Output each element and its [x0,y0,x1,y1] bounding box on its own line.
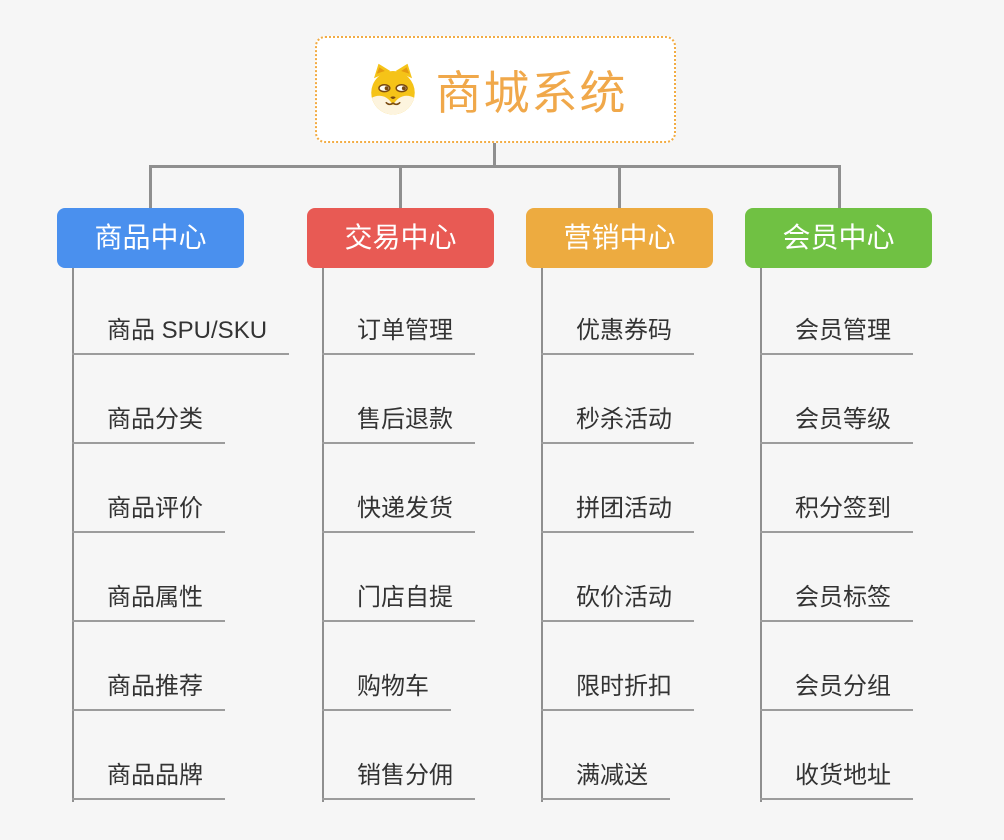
leaf-item[interactable]: 商品 SPU/SKU [72,314,290,355]
connector-root-stub [493,143,496,166]
branch-header-product[interactable]: 商品中心 [57,208,244,268]
leaf-item[interactable]: 积分签到 [760,492,913,533]
branch-member-center: 会员中心 会员管理 会员等级 积分签到 会员标签 会员分组 收货地址 [745,208,985,828]
leaf-item[interactable]: 会员等级 [760,403,913,444]
root-label: 商城系统 [435,66,628,119]
leaf-item[interactable]: 门店自提 [322,581,475,622]
leaf-item[interactable]: 秒杀活动 [541,403,694,444]
leaf-item[interactable]: 快递发货 [322,492,475,533]
shiba-dog-icon [364,61,422,119]
branch-trunk-line [72,268,74,802]
branch-header-marketing[interactable]: 营销中心 [526,208,713,268]
connector-rail [149,165,841,168]
connector-drop-trade [399,166,402,208]
leaf-item[interactable]: 会员标签 [760,581,913,622]
connector-drop-member [838,166,841,208]
branch-trade-center: 交易中心 订单管理 售后退款 快递发货 门店自提 购物车 销售分佣 [307,208,547,828]
leaf-item[interactable]: 会员分组 [760,670,913,711]
leaf-item[interactable]: 商品评价 [72,492,225,533]
root-node[interactable]: 商城系统 [315,36,676,143]
branch-trunk-line [322,268,324,802]
leaf-item[interactable]: 优惠券码 [541,314,694,355]
branch-trunk-line [541,268,543,802]
leaf-item[interactable]: 订单管理 [322,314,475,355]
leaf-item[interactable]: 销售分佣 [322,759,475,800]
branch-product-center: 商品中心 商品 SPU/SKU 商品分类 商品评价 商品属性 商品推荐 商品品牌 [57,208,297,828]
leaf-item[interactable]: 砍价活动 [541,581,694,622]
branch-header-member[interactable]: 会员中心 [745,208,932,268]
branch-header-trade[interactable]: 交易中心 [307,208,494,268]
connector-drop-product [149,166,152,208]
leaf-item[interactable]: 商品推荐 [72,670,225,711]
leaf-item[interactable]: 收货地址 [760,759,913,800]
leaf-item[interactable]: 购物车 [322,670,451,711]
leaf-item[interactable]: 售后退款 [322,403,475,444]
leaf-item[interactable]: 满减送 [541,759,670,800]
connector-drop-marketing [618,166,621,208]
leaf-item[interactable]: 商品分类 [72,403,225,444]
leaf-item[interactable]: 拼团活动 [541,492,694,533]
branch-trunk-line [760,268,762,802]
leaf-item[interactable]: 限时折扣 [541,670,694,711]
leaf-item[interactable]: 商品品牌 [72,759,225,800]
leaf-item[interactable]: 会员管理 [760,314,913,355]
leaf-item[interactable]: 商品属性 [72,581,225,622]
branch-marketing-center: 营销中心 优惠券码 秒杀活动 拼团活动 砍价活动 限时折扣 满减送 [526,208,766,828]
